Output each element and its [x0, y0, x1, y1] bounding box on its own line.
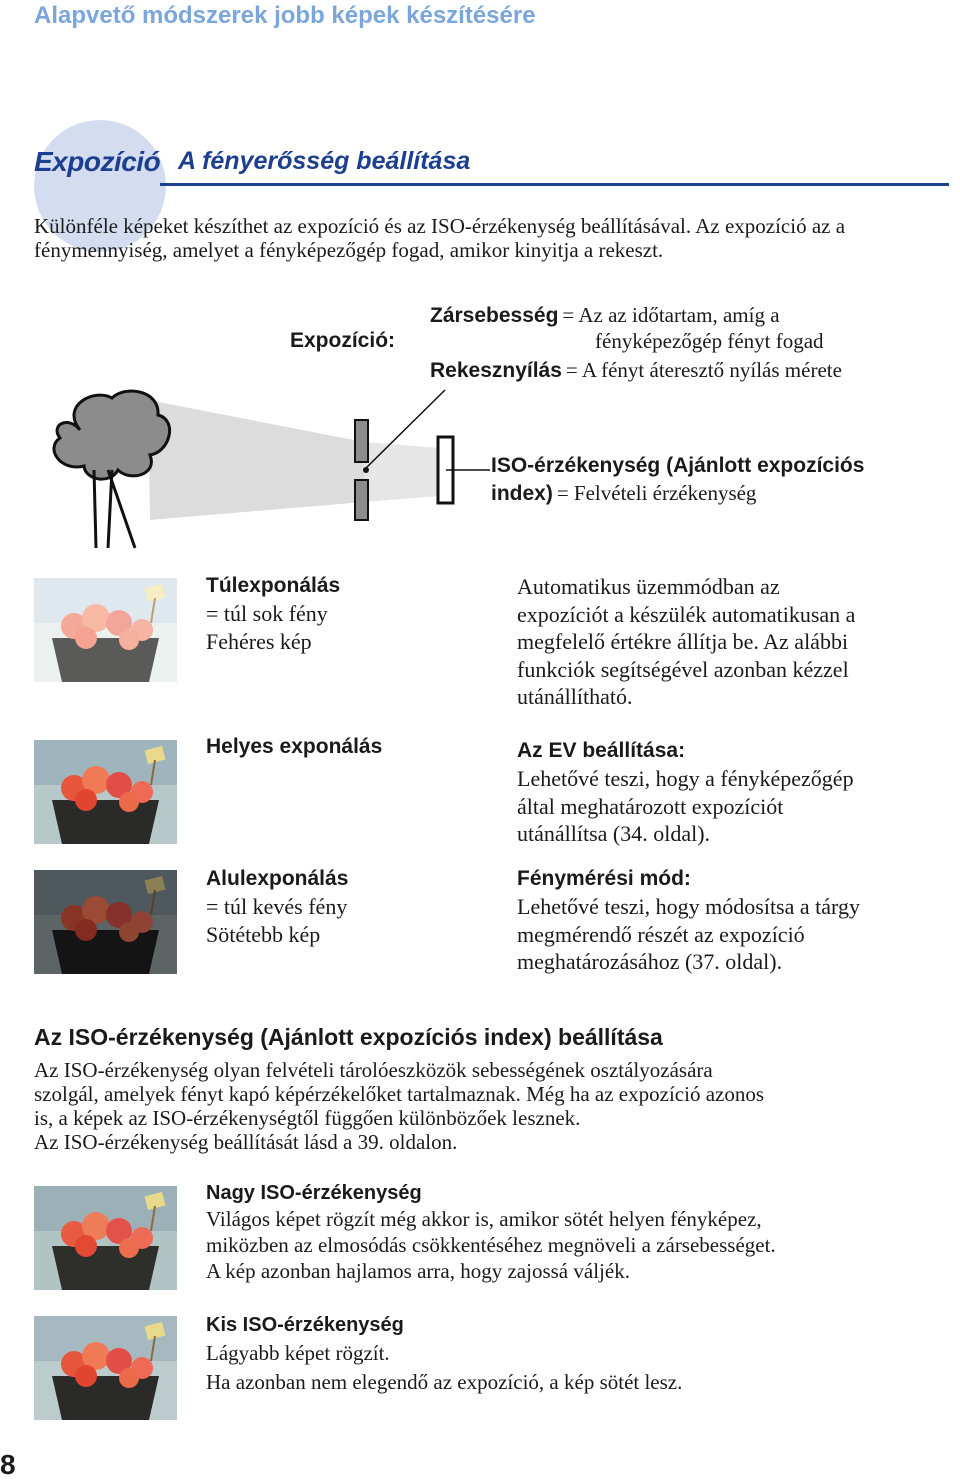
- high-iso-block: Nagy ISO-érzékenység Világos képet rögzí…: [206, 1180, 946, 1284]
- iso-term-2: index): [491, 482, 553, 505]
- overexposure-title: Túlexponálás: [206, 574, 341, 597]
- overexposure-line1: = túl sok fény: [206, 601, 328, 626]
- auto-mode-text: Automatikus üzemmódban az expozíciót a k…: [517, 573, 937, 711]
- ev-adjust-block: Az EV beállítása: Lehetővé teszi, hogy a…: [517, 737, 937, 848]
- photo-correct-exposure: [34, 740, 177, 844]
- shutter-speed-term: Zársebesség: [430, 304, 559, 327]
- shutter-pointer-line: [363, 389, 446, 471]
- auto-text-line: funkciók segítségével azonban kézzel: [517, 656, 849, 682]
- auto-text-line: utánállítható.: [517, 684, 633, 709]
- iso-definition: index) = Felvételi érzékenység: [491, 481, 756, 506]
- high-iso-title: Nagy ISO-érzékenység: [206, 1182, 422, 1204]
- photo-underexposed: [34, 870, 177, 974]
- iso-paragraph-line: Az ISO-érzékenység beállítását lásd a 39…: [34, 1130, 458, 1154]
- underexposure-block: Alulexponálás = túl kevés fény Sötétebb …: [206, 865, 348, 948]
- light-beam: [148, 400, 364, 520]
- shutter-speed-definition: Zársebesség = Az az időtartam, amíg a: [430, 303, 780, 328]
- flower-photo-icon: [34, 740, 177, 844]
- ev-adjust-line: által meghatározott expozíciót: [517, 793, 784, 819]
- flower-photo-icon: [34, 1316, 177, 1420]
- section-circle-decoration: [34, 120, 166, 252]
- light-beam-inner: [364, 442, 440, 502]
- flower-photo-icon: [34, 870, 177, 974]
- metering-title: Fénymérési mód:: [517, 867, 691, 890]
- section-rule: [160, 183, 949, 186]
- page-header-title: Alapvető módszerek jobb képek készítésér…: [34, 2, 536, 29]
- shutter-pointer-dot: [363, 467, 369, 473]
- high-iso-line: A kép azonban hajlamos arra, hogy zajoss…: [206, 1259, 630, 1283]
- overexposure-line2: Fehéres kép: [206, 628, 312, 654]
- auto-text-line: megfelelő értékre állítja be. Az alábbi: [517, 629, 849, 654]
- low-iso-block: Kis ISO-érzékenység Lágyabb képet rögzít…: [206, 1312, 946, 1397]
- low-iso-title: Kis ISO-érzékenység: [206, 1314, 404, 1336]
- iso-section-paragraph: Az ISO-érzékenység olyan felvételi tárol…: [34, 1058, 954, 1154]
- page-number: 8: [0, 1449, 16, 1480]
- low-iso-line: Lágyabb képet rögzít.: [206, 1341, 390, 1365]
- metering-line: meghatározásához (37. oldal).: [517, 949, 783, 974]
- low-iso-line: Ha azonban nem elegendő az expozíció, a …: [206, 1370, 683, 1394]
- iso-def: = Felvételi érzékenység: [556, 481, 757, 505]
- high-iso-line: Világos képet rögzít még akkor is, amiko…: [206, 1207, 762, 1231]
- iso-paragraph-line: szolgál, amelyek fényt kapó képérzékelők…: [34, 1082, 765, 1106]
- section-label: Expozíció: [34, 146, 161, 177]
- ev-adjust-title: Az EV beállítása:: [517, 739, 686, 762]
- ev-adjust-line: Lehetővé teszi, hogy a fényképezőgép: [517, 766, 854, 791]
- flower-photo-icon: [34, 1186, 177, 1290]
- photo-low-iso: [34, 1316, 177, 1420]
- flower-photo-icon: [34, 578, 177, 682]
- iso-paragraph-line: is, a képek az ISO-érzékenységtől függőe…: [34, 1106, 581, 1130]
- auto-text-line: Automatikus üzemmódban az: [517, 574, 780, 599]
- exposure-diagram: [52, 389, 490, 549]
- intro-paragraph: Különféle képeket készíthet az expozíció…: [34, 214, 846, 262]
- ev-adjust-line: utánállítsa (34. oldal).: [517, 821, 711, 846]
- shutter-speed-def-2: fényképezőgép fényt fogad: [595, 329, 824, 353]
- overexposure-block: Túlexponálás = túl sok fény Fehéres kép: [206, 572, 340, 655]
- shutter-blade-bottom: [354, 479, 369, 521]
- iso-section-heading: Az ISO-érzékenység (Ajánlott expozíciós …: [34, 1024, 663, 1050]
- underexposure-title: Alulexponálás: [206, 867, 349, 890]
- aperture-term: Rekesznyílás: [430, 359, 562, 382]
- photo-high-iso: [34, 1186, 177, 1290]
- high-iso-line: miközben az elmosódás csökkentéséhez meg…: [206, 1233, 776, 1257]
- shutter-blade-top: [354, 419, 369, 463]
- aperture-def: = A fényt áteresztő nyílás mérete: [565, 358, 842, 382]
- aperture-definition: Rekesznyílás = A fényt áteresztő nyílás …: [430, 358, 842, 383]
- photo-overexposed: [34, 578, 177, 682]
- iso-paragraph-line: Az ISO-érzékenység olyan felvételi tárol…: [34, 1058, 713, 1082]
- tree-icon: [52, 389, 171, 549]
- metering-line: megmérendő részét az expozíció: [517, 921, 805, 947]
- correct-exposure-block: Helyes exponálás: [206, 733, 382, 761]
- exposure-label: Expozíció:: [290, 329, 396, 352]
- underexposure-line1: = túl kevés fény: [206, 894, 348, 919]
- auto-text-line: expozíciót a készülék automatikusan a: [517, 601, 856, 627]
- underexposure-line2: Sötétebb kép: [206, 921, 321, 947]
- shutter-speed-def-1: = Az az időtartam, amíg a: [562, 303, 780, 327]
- metering-line: Lehetővé teszi, hogy módosítsa a tárgy: [517, 894, 860, 919]
- metering-block: Fénymérési mód: Lehetővé teszi, hogy mód…: [517, 865, 937, 976]
- section-title: A fényerősség beállítása: [178, 147, 471, 175]
- iso-term-1: ISO-érzékenység (Ajánlott expozíciós: [491, 454, 865, 477]
- correct-exposure-title: Helyes exponálás: [206, 735, 383, 758]
